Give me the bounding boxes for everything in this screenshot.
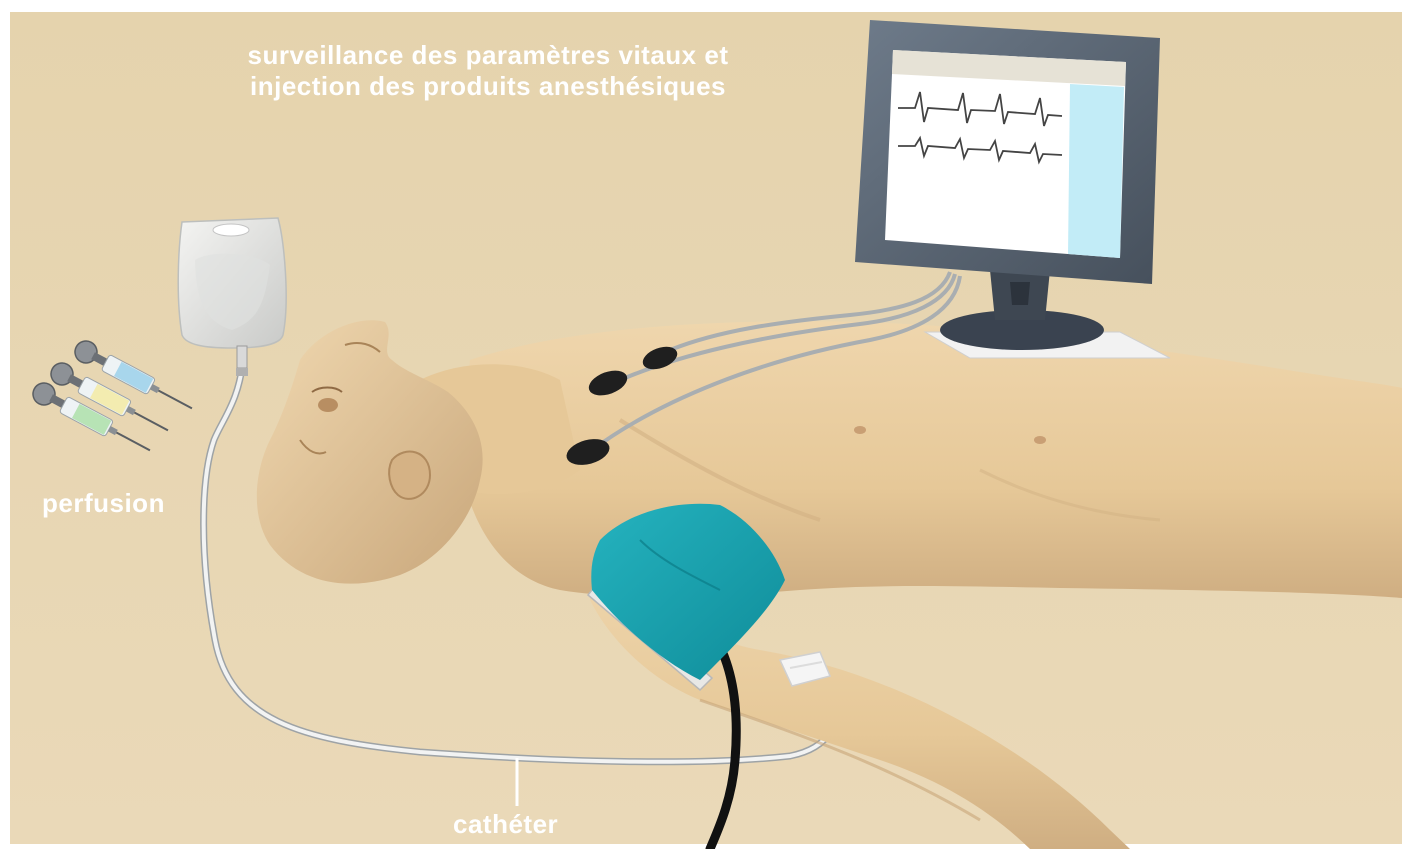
catheter-label: cathéter xyxy=(453,809,558,840)
ear xyxy=(389,452,430,499)
perfusion-label: perfusion xyxy=(42,488,165,519)
title-line-2: injection des produits anesthésiques xyxy=(208,71,768,102)
diagram-title: surveillance des paramètres vitaux et in… xyxy=(208,40,768,102)
title-line-1: surveillance des paramètres vitaux et xyxy=(208,40,768,71)
